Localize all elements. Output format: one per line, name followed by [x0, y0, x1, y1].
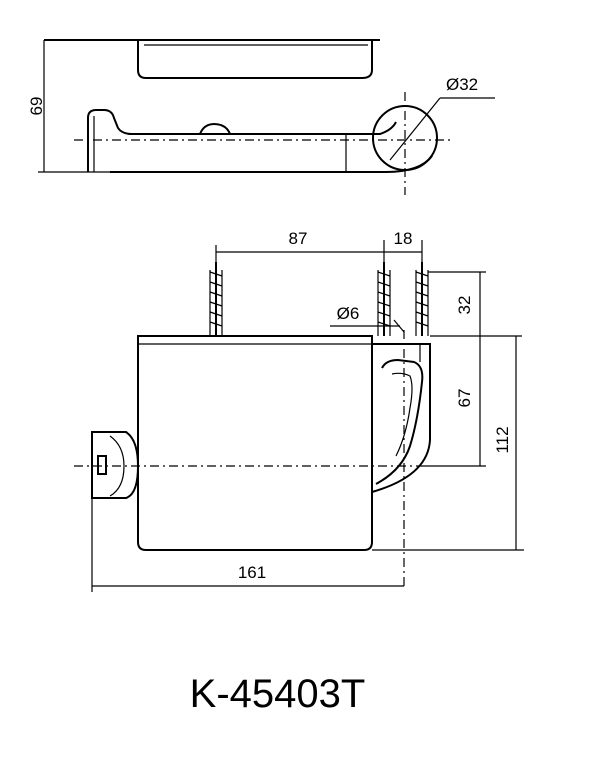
dim-total-width: 161 [238, 563, 266, 582]
dim-screw-offset: 18 [394, 229, 413, 248]
top-view [38, 39, 495, 195]
dim-height-top: 69 [27, 97, 46, 116]
screw-left [209, 262, 223, 336]
front-view [74, 240, 524, 592]
dim-mount-height: 32 [455, 296, 474, 315]
dim-screw-spacing: 87 [289, 229, 308, 248]
dim-screw-diameter: Ø6 [337, 304, 360, 323]
screw-right [415, 262, 429, 336]
model-number: K-45403T [189, 672, 366, 716]
dim-diameter-roller: Ø32 [446, 75, 478, 94]
dim-arm-drop: 67 [455, 389, 474, 408]
screw-middle [377, 262, 391, 336]
dim-total-height: 112 [493, 426, 512, 453]
